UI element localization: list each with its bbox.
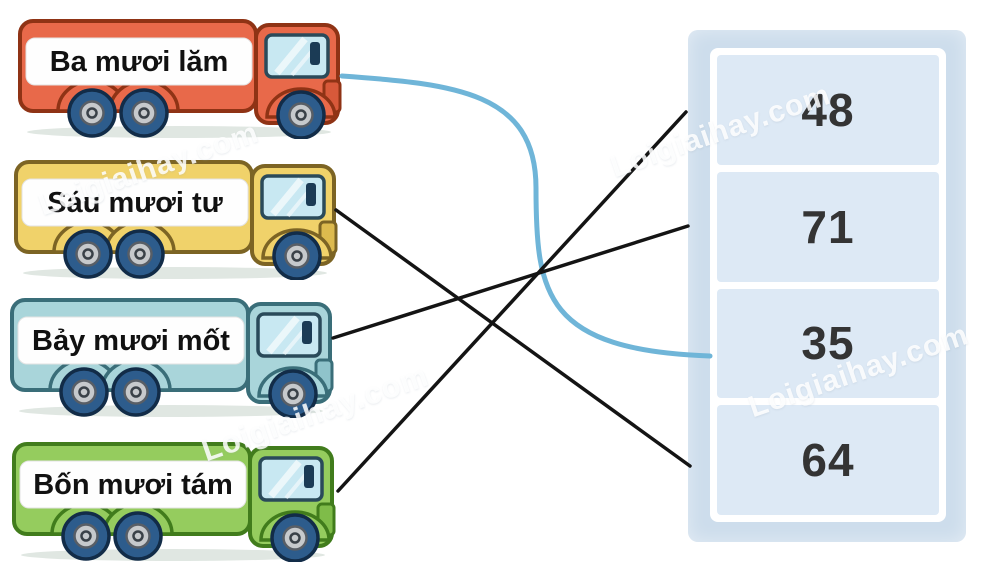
window-glare [274, 36, 308, 76]
answers-frame: 48 71 35 64 [710, 48, 946, 522]
truck-wheels [67, 88, 326, 139]
truck-label-plate [19, 460, 247, 509]
truck-wheels [59, 367, 318, 418]
truck-2[interactable]: Bảy mươi mốt [6, 284, 338, 418]
answer-value: 48 [801, 83, 855, 136]
truck-label-plate [25, 37, 253, 86]
truck-label-plate [17, 316, 245, 365]
truck-label: Sáu mươi tư [47, 187, 222, 219]
truck-label: Bảy mươi mốt [32, 325, 230, 357]
window-glare [268, 459, 302, 499]
truck-label: Ba mươi lăm [50, 46, 229, 78]
mirror-icon [306, 183, 316, 206]
truck-0[interactable]: Ba mươi lăm [14, 5, 346, 139]
truck-wheels [61, 511, 320, 562]
truck-illustration: Sáu mươi tư [14, 160, 338, 280]
truck-illustration: Ba mươi lăm [18, 19, 342, 139]
answer-value: 64 [801, 434, 855, 487]
window-glare [270, 177, 304, 217]
truck-wheels [63, 229, 322, 280]
mirror-icon [310, 42, 320, 65]
truck-illustration: Bảy mươi mốt [10, 298, 334, 418]
window-glare [266, 315, 300, 355]
mirror-icon [304, 465, 314, 488]
answer-box-71[interactable]: 71 [717, 171, 939, 282]
truck-label-plate [21, 178, 249, 227]
mirror-icon [302, 321, 312, 344]
answers-panel: 48 71 35 64 [688, 30, 966, 542]
truck-label: Bốn mươi tám [33, 469, 233, 501]
truck-1[interactable]: Sáu mươi tư [10, 146, 342, 280]
answer-box-48[interactable]: 48 [717, 55, 939, 165]
answer-box-35[interactable]: 35 [717, 288, 939, 399]
truck-3[interactable]: Bốn mươi tám [8, 428, 340, 562]
truck-illustration: Bốn mươi tám [12, 442, 336, 562]
answer-value: 71 [801, 200, 855, 253]
answer-box-64[interactable]: 64 [717, 405, 939, 515]
answer-value: 35 [801, 317, 855, 370]
